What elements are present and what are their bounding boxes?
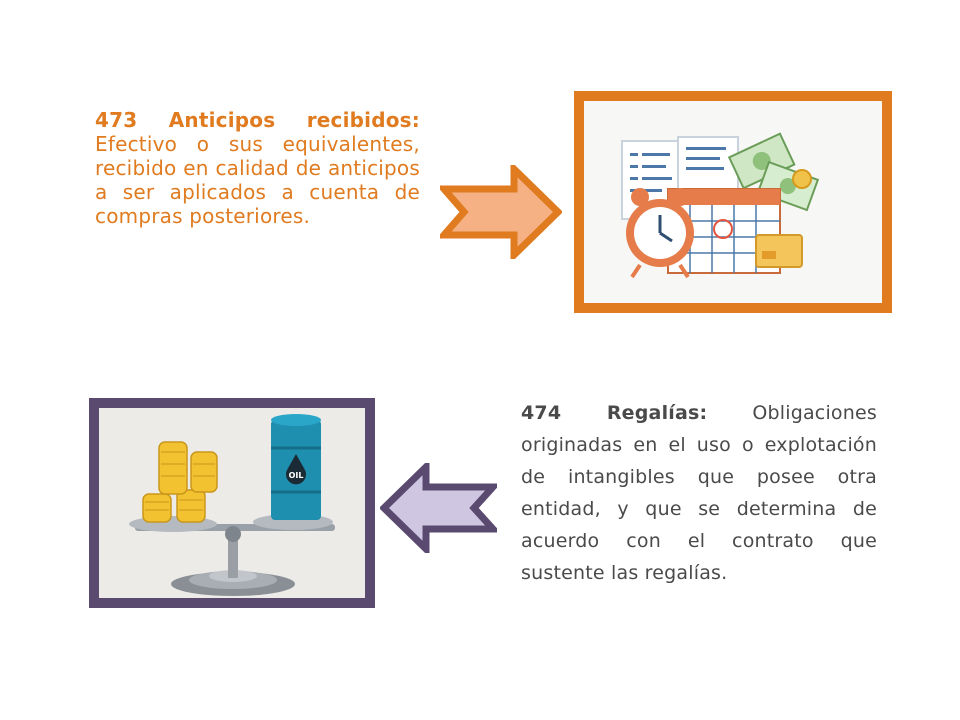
calendar-clock-money-icon xyxy=(621,132,820,279)
text-block-473: 473 Anticipos recibidos: Efectivo o sus … xyxy=(95,108,420,228)
scale-coins-oil-illustration: OIL xyxy=(89,398,375,608)
arrow-left-icon xyxy=(380,463,497,553)
term-description-473: Efectivo o sus equivalentes, recibido en… xyxy=(95,132,420,228)
term-title-474: 474 Regalías: xyxy=(521,402,708,424)
term-description-474: Obligaciones originadas en el uso o expl… xyxy=(521,402,877,584)
arrow-right-icon xyxy=(440,165,562,259)
text-block-474: 474 Regalías: Obligaciones originadas en… xyxy=(521,397,877,589)
barrel-oil-label: OIL xyxy=(289,471,304,480)
scale-coins-oil-barrel-icon: OIL xyxy=(129,414,335,596)
term-title-473: 473 Anticipos recibidos: xyxy=(95,108,420,132)
calendar-payment-illustration xyxy=(574,91,892,313)
